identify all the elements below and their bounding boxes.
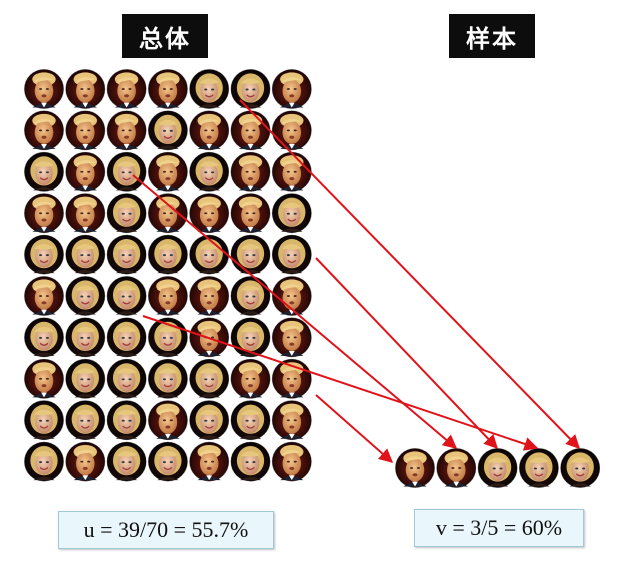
- trump-face: [147, 276, 188, 316]
- hillary-face: [65, 276, 106, 316]
- hillary-face: [230, 69, 271, 109]
- population-label: 总体: [122, 14, 208, 58]
- trump-face: [147, 151, 188, 192]
- sample-label: 样本: [449, 14, 535, 58]
- trump-face: [65, 69, 106, 109]
- trump-face: [230, 151, 271, 192]
- sampling-arrow: [142, 315, 539, 451]
- hillary-face: [24, 400, 64, 441]
- trump-face: [147, 400, 188, 441]
- trump-face: [436, 448, 477, 488]
- trump-face: [24, 358, 64, 399]
- trump-face: [271, 110, 312, 151]
- trump-face: [189, 193, 230, 234]
- hillary-face: [271, 234, 312, 275]
- hillary-face: [65, 234, 106, 275]
- sample-row: [395, 448, 601, 488]
- hillary-face: [106, 317, 147, 358]
- trump-face: [230, 110, 271, 151]
- trump-face: [230, 358, 271, 399]
- trump-face: [271, 441, 312, 482]
- hillary-face: [106, 151, 147, 192]
- trump-face: [65, 110, 106, 151]
- hillary-face: [189, 400, 230, 441]
- hillary-face: [24, 317, 64, 358]
- trump-face: [189, 110, 230, 151]
- hillary-face: [147, 110, 188, 151]
- hillary-face: [230, 276, 271, 316]
- trump-face: [271, 400, 312, 441]
- sampling-arrows: [132, 99, 580, 463]
- hillary-face: [24, 441, 64, 482]
- hillary-face: [230, 441, 271, 482]
- hillary-face: [189, 69, 230, 109]
- hillary-face: [65, 317, 106, 358]
- hillary-face: [477, 448, 518, 488]
- trump-face: [65, 441, 106, 482]
- trump-face: [24, 193, 64, 234]
- trump-face: [24, 276, 64, 316]
- trump-face: [65, 193, 106, 234]
- hillary-face: [106, 400, 147, 441]
- hillary-face: [189, 234, 230, 275]
- trump-face: [395, 448, 435, 488]
- trump-face: [65, 151, 106, 192]
- trump-face: [106, 69, 147, 109]
- hillary-face: [230, 317, 271, 358]
- hillary-face: [147, 441, 188, 482]
- trump-face: [24, 110, 64, 151]
- hillary-face: [106, 358, 147, 399]
- population-grid: [24, 69, 312, 482]
- hillary-face: [230, 400, 271, 441]
- hillary-face: [106, 234, 147, 275]
- population-proportion-formula: u = 39/70 = 55.7%: [58, 511, 274, 549]
- hillary-face: [519, 448, 559, 488]
- sampling-arrow: [315, 257, 498, 450]
- hillary-face: [65, 358, 106, 399]
- hillary-face: [24, 151, 64, 192]
- trump-face: [189, 276, 230, 316]
- trump-face: [147, 193, 188, 234]
- hillary-face: [189, 358, 230, 399]
- trump-face: [271, 151, 312, 192]
- sampling-arrow: [239, 99, 580, 450]
- trump-face: [271, 69, 312, 109]
- trump-face: [147, 69, 188, 109]
- hillary-face: [24, 234, 64, 275]
- hillary-face: [271, 193, 312, 234]
- trump-face: [271, 317, 312, 358]
- trump-face: [189, 441, 230, 482]
- trump-face: [106, 110, 147, 151]
- sample-proportion-formula: v = 3/5 = 60%: [414, 509, 584, 547]
- sampling-arrow: [315, 394, 394, 463]
- trump-face: [271, 276, 312, 316]
- hillary-face: [106, 193, 147, 234]
- hillary-face: [560, 448, 601, 488]
- hillary-face: [106, 276, 147, 316]
- hillary-face: [147, 234, 188, 275]
- hillary-face: [106, 441, 147, 482]
- trump-face: [230, 193, 271, 234]
- hillary-face: [147, 358, 188, 399]
- hillary-face: [230, 234, 271, 275]
- trump-face: [24, 69, 64, 109]
- hillary-face: [65, 400, 106, 441]
- hillary-face: [189, 151, 230, 192]
